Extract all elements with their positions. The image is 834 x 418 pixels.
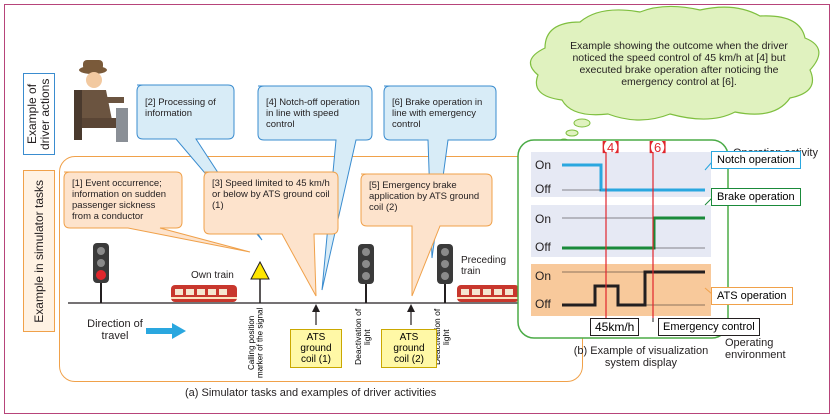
callout-1-text: [1] Event occurrence; information on sud…: [72, 178, 167, 222]
thought-cloud: [529, 5, 820, 144]
driver-figure-icon: [74, 60, 128, 142]
caption-b: (b) Example of visualization system disp…: [573, 345, 709, 369]
own-train-icon: [171, 285, 237, 302]
callout-5-text: [5] Emergency brake application by ATS g…: [369, 180, 480, 213]
marker-4-label: 【4】: [594, 140, 628, 155]
callout-4: [257, 85, 373, 291]
brake-operation-label: Brake operation: [711, 188, 801, 206]
signal-left-icon: [93, 243, 109, 303]
ats-operation-label: ATS operation: [711, 287, 793, 305]
brake-off-label: Off: [535, 240, 551, 254]
visualization-panel: [517, 139, 729, 339]
emergency-control-box: Emergency control: [658, 318, 760, 336]
driver-actions-label-box: Example of driver actions: [23, 73, 55, 155]
ats-coil-1-arrow-icon: [312, 304, 320, 325]
signal-middle-icon: [358, 244, 374, 303]
notch-on-label: On: [535, 158, 552, 172]
calling-marker-label: Calling position marker of the signal: [247, 307, 265, 379]
callout-6-text: [6] Brake operation in line with emergen…: [392, 97, 483, 130]
ats-on-label: On: [535, 269, 552, 283]
callout-2-text: [2] Processing of information: [145, 97, 216, 119]
ats-coil-1-label: ATS ground coil (1): [290, 329, 342, 368]
ats-off-label: Off: [535, 297, 551, 311]
calling-position-marker-icon: [250, 260, 270, 303]
callout-3-text: [3] Speed limited to 45 km/h or below by…: [212, 178, 330, 211]
deactivation-1-label: Deactivation of light: [353, 308, 372, 366]
preceding-train-label: Preceding train: [461, 255, 507, 277]
brake-on-label: On: [535, 212, 552, 226]
cloud-note-text: Example showing the outcome when the dri…: [570, 40, 788, 88]
callout-1: [63, 171, 251, 253]
callout-5: [360, 173, 493, 297]
direction-label: Direction of travel: [87, 318, 143, 342]
direction-arrow-icon: [146, 323, 186, 339]
notch-off-label: Off: [535, 182, 551, 196]
signal-right-icon: [437, 244, 453, 303]
marker-6-label: 【6】: [641, 140, 675, 155]
callout-4-text: [4] Notch-off operation in line with spe…: [266, 97, 360, 130]
ats-coil-2-label: ATS ground coil (2): [381, 329, 437, 368]
operating-environment-label: Operating environment: [725, 337, 786, 361]
notch-operation-label: Notch operation: [711, 151, 801, 169]
figure-frame: [4, 4, 830, 414]
speed-limit-box: 45km/h: [590, 318, 640, 336]
preceding-train-icon: [457, 285, 519, 302]
ats-coil-2-arrow-icon: [407, 304, 415, 325]
simulator-tasks-label-box: Example in simulator tasks: [23, 170, 55, 332]
own-train-label: Own train: [191, 270, 234, 281]
callout-3: [203, 171, 339, 297]
caption-a: (a) Simulator tasks and examples of driv…: [185, 387, 437, 399]
callout-6: [383, 85, 497, 259]
